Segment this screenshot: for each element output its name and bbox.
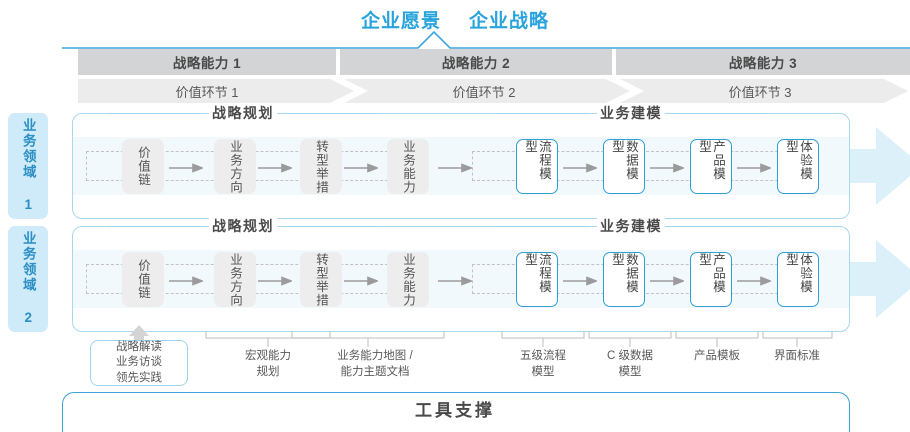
flow-arrow-right-icon-1	[814, 127, 910, 205]
node-transformation-2[interactable]: 转型举措	[300, 252, 342, 307]
node-data-model-1[interactable]: 数据模型	[603, 139, 645, 194]
tool-label-macro-capability: 宏观能力 规划	[245, 350, 291, 378]
arrow-icon-1-2	[258, 163, 292, 173]
tool-support-container	[62, 392, 850, 432]
capability-cell-3: 战略能力 3	[616, 49, 910, 75]
node-experience-model-2[interactable]: 体验模型	[777, 252, 819, 307]
capability-cell-1: 战略能力 1	[78, 49, 336, 75]
node-product-model-2[interactable]: 产品模型	[690, 252, 732, 307]
node-business-direction-2[interactable]: 业务方向	[214, 252, 256, 307]
domain-1-label: 业务领域 1	[20, 118, 36, 214]
section-header-modeling-1: 业务建模	[496, 103, 766, 123]
tent-connector-icon	[62, 30, 910, 49]
arrow-icon-1-5	[563, 163, 597, 173]
node-experience-model-1[interactable]: 体验模型	[777, 139, 819, 194]
arrow-icon-2-1	[169, 276, 203, 286]
sidebar-tab-domain-2[interactable]: 业务领域 2	[8, 226, 48, 332]
tool-support-title: 工具支撑	[415, 401, 495, 420]
tool-box-strategy-interpretation[interactable]: 战略解读 业务访谈 领先实践	[90, 340, 188, 386]
tool-box-label: 战略解读 业务访谈 领先实践	[116, 340, 162, 384]
title-enterprise-vision: 企业愿景	[360, 11, 441, 32]
node-business-capability-1[interactable]: 业务能力	[387, 139, 429, 194]
section-planning-label-2: 战略规划	[209, 216, 277, 236]
arrow-icon-2-4	[438, 276, 472, 286]
divider-left	[108, 112, 200, 114]
domain-row-1: 价值链 业务方向 转型举措 业务能力 流程模型 数据模型 产品模型 体验模型 战…	[72, 103, 910, 219]
section-planning-label-1: 战略规划	[209, 103, 277, 123]
value-chain-label-2: 价值环节 2	[452, 84, 516, 100]
flow-arrow-right-icon-2	[814, 240, 910, 318]
node-value-chain-2[interactable]: 价值链	[122, 252, 164, 307]
arrow-icon-2-2	[258, 276, 292, 286]
divider-left	[496, 112, 588, 114]
node-transformation-1[interactable]: 转型举措	[300, 139, 342, 194]
arrow-icon-2-5	[563, 276, 597, 286]
divider-right	[286, 112, 378, 114]
divider-right	[674, 225, 766, 227]
arrow-icon-1-1	[169, 163, 203, 173]
divider-right	[674, 112, 766, 114]
arrow-icon-1-3	[344, 163, 378, 173]
sidebar-tab-domain-1[interactable]: 业务领域 1	[8, 113, 48, 219]
node-product-model-1[interactable]: 产品模型	[690, 139, 732, 194]
domain-row-2: 价值链 业务方向 转型举措 业务能力 流程模型 数据模型 产品模型 体验模型 战…	[72, 216, 910, 332]
tool-label-capability-map: 业务能力地图 / 能力主题文档	[337, 350, 413, 378]
title-enterprise-strategy: 企业战略	[469, 11, 550, 32]
node-value-chain-1[interactable]: 价值链	[122, 139, 164, 194]
arrow-icon-1-6	[650, 163, 684, 173]
divider-left	[496, 225, 588, 227]
section-header-modeling-2: 业务建模	[496, 216, 766, 236]
node-process-model-2[interactable]: 流程模型	[516, 252, 558, 307]
divider-right	[286, 225, 378, 227]
value-chain-label-3: 价值环节 3	[728, 84, 792, 100]
tool-label-ui-standard: 界面标准	[774, 350, 820, 362]
divider-left	[108, 225, 200, 227]
value-chain-label-1: 价值环节 1	[175, 84, 239, 100]
section-modeling-label-1: 业务建模	[597, 103, 665, 123]
arrow-icon-1-4	[438, 163, 472, 173]
arrow-icon-2-3	[344, 276, 378, 286]
section-header-planning-2: 战略规划	[108, 216, 378, 236]
node-data-model-2[interactable]: 数据模型	[603, 252, 645, 307]
node-business-capability-2[interactable]: 业务能力	[387, 252, 429, 307]
bracket-connectors-icon	[205, 331, 833, 347]
capability-cell-2: 战略能力 2	[340, 49, 612, 75]
arrow-icon-2-7	[737, 276, 771, 286]
section-modeling-label-2: 业务建模	[597, 216, 665, 236]
arrow-up-icon	[129, 325, 149, 343]
node-business-direction-1[interactable]: 业务方向	[214, 139, 256, 194]
value-chain-chevrons-icon	[78, 79, 908, 103]
capability-band: 战略能力 1 战略能力 2 战略能力 3	[78, 49, 910, 75]
section-header-planning-1: 战略规划	[108, 103, 378, 123]
domain-2-label: 业务领域 2	[20, 231, 36, 327]
tool-label-five-level-process: 五级流程 模型	[520, 350, 566, 378]
enterprise-titles: 企业愿景 企业战略	[0, 6, 910, 33]
arrow-icon-1-7	[737, 163, 771, 173]
tool-label-c-level-data: C 级数据 模型	[607, 350, 653, 378]
value-chain-band: 价值环节 1 价值环节 2 价值环节 3	[78, 79, 910, 103]
node-process-model-1[interactable]: 流程模型	[516, 139, 558, 194]
arrow-icon-2-6	[650, 276, 684, 286]
tool-label-product-template: 产品模板	[694, 350, 740, 362]
